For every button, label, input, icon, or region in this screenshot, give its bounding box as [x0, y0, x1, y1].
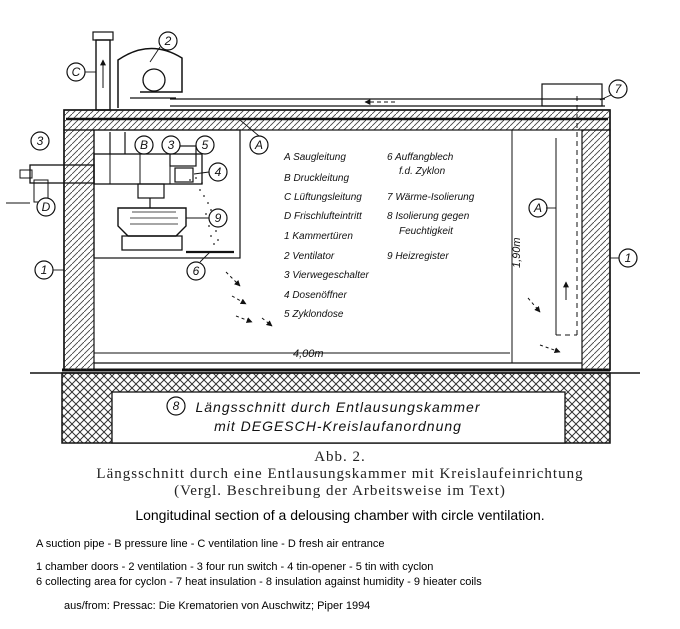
caption-german-note: (Vergl. Beschreibung der Arbeitsweise im… [174, 483, 506, 499]
svg-text:Feuchtigkeit: Feuchtigkeit [399, 226, 454, 237]
callout-1-right: 1 [625, 251, 632, 265]
svg-text:7 Wärme-Isolierung: 7 Wärme-Isolierung [387, 192, 475, 203]
chamber-section-drawing: 4,00m 1,90m A Saugleitung B Druckleitung… [6, 31, 640, 444]
legend-numbers-1: 1 chamber doors - 2 ventilation - 3 four… [36, 561, 434, 573]
callout-A-top: A [254, 138, 263, 152]
svg-text:f.d. Zyklon: f.d. Zyklon [399, 166, 446, 177]
callout-6: 6 [193, 264, 200, 278]
callout-3: 3 [168, 138, 175, 152]
source-citation: aus/from: Pressac: Die Krematorien von A… [64, 600, 371, 612]
svg-text:C Lüftungsleitung: C Lüftungsleitung [284, 192, 362, 203]
section-title-1: Längsschnitt durch Entlausungskammer [195, 399, 480, 415]
svg-text:3 Vierwegeschalter: 3 Vierwegeschalter [284, 270, 370, 281]
svg-text:D Frischlufteintritt: D Frischlufteintritt [284, 211, 363, 222]
callout-4: 4 [215, 165, 222, 179]
leader-lines [53, 46, 619, 271]
callout-2: 2 [164, 34, 172, 48]
legend-letters: A suction pipe - B pressure line - C ven… [36, 538, 385, 550]
dimensions: 4,00m 1,90m [94, 130, 523, 363]
equipment-compartment [6, 129, 241, 259]
airflow-arrows [225, 271, 561, 354]
callout-A-right: A [533, 201, 542, 215]
chamber-walls [63, 109, 611, 371]
callout-8: 8 [173, 399, 180, 413]
svg-text:2 Ventilator: 2 Ventilator [283, 251, 335, 262]
ventilation-stack [92, 31, 114, 111]
callout-5: 5 [202, 138, 209, 152]
svg-text:8 Isolierung gegen: 8 Isolierung gegen [387, 211, 470, 222]
fan [117, 47, 183, 108]
callout-7: 7 [615, 82, 623, 96]
svg-text:4 Dosenöffner: 4 Dosenöffner [284, 290, 347, 301]
caption-german: Längsschnitt durch eine Entlausungskamme… [96, 466, 584, 482]
dim-length: 4,00m [293, 348, 324, 360]
diagram-key: A Saugleitung B Druckleitung C Lüftungsl… [283, 152, 475, 320]
callout-D: D [42, 200, 51, 214]
svg-text:A Saugleitung: A Saugleitung [283, 152, 346, 163]
figure-number: Abb. 2. [314, 449, 366, 465]
callout-B: B [140, 138, 148, 152]
callout-3-left: 3 [37, 134, 44, 148]
svg-text:1 Kammertüren: 1 Kammertüren [284, 231, 353, 242]
callout-C: C [72, 65, 81, 79]
section-title-2: mit DEGESCH-Kreislaufanordnung [214, 418, 462, 434]
callout-9: 9 [215, 211, 222, 225]
svg-text:B Druckleitung: B Druckleitung [284, 173, 349, 184]
svg-text:9 Heizregister: 9 Heizregister [387, 251, 449, 262]
legend-numbers-2: 6 collecting area for cyclon - 7 heat in… [36, 576, 482, 588]
callout-1-left: 1 [41, 263, 48, 277]
dim-height: 1,90m [511, 237, 523, 268]
callouts: 2 C 7 3 B 3 5 A 4 D 9 6 A 1 1 8 [30, 31, 638, 416]
caption-english: Longitudinal section of a delousing cham… [135, 507, 545, 523]
svg-text:5 Zyklondose: 5 Zyklondose [284, 309, 344, 320]
suction-duct [170, 83, 605, 336]
svg-text:6 Auffangblech: 6 Auffangblech [387, 152, 454, 163]
